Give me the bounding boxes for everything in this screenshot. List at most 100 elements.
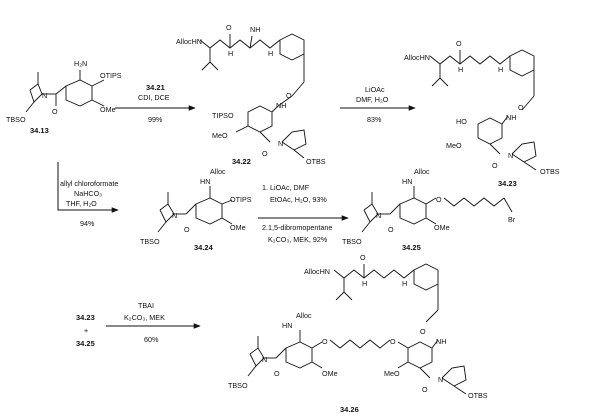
bond-line [477,117,503,145]
label-hn: HN [282,321,292,330]
bond-line [511,141,537,163]
label-h-1: H [228,49,233,58]
conditions-step-3a: allyl chloroformate [60,179,118,188]
structure-34-23 [429,55,511,65]
bond-line [509,49,535,77]
bond-line [425,197,437,205]
label-o-link: O [436,195,442,204]
bond-line [285,341,313,369]
label-n: N [278,139,283,148]
label-h-1: H [362,279,367,288]
yield-step-1: 99% [148,115,163,124]
conditions-step-4a: 1. LiOAc, DMF [262,183,310,192]
label-h-2: H [498,65,503,74]
conditions-step-2a: LiOAc [365,85,385,94]
label-meo: MeO [384,369,400,378]
label-n-2: N [438,375,443,384]
compound-id-34-23: 34.23 [498,179,517,188]
bond-line [441,365,467,387]
conditions-step-4c: 2.1,5-dibromopentane [262,223,332,232]
bond-line [249,35,253,49]
label-o: O [262,149,268,158]
label-meo: MeO [446,141,462,150]
compound-34-22: AllocHN NH TIPSO MeO OTBS O N H H O O NH… [176,23,326,166]
label-o: O [492,161,498,170]
label-meo: MeO [212,131,228,140]
bond-line [343,291,353,301]
bond-line [501,115,509,125]
structure-34-22 [199,39,281,49]
reactant-34-25: 34.25 [76,339,95,348]
reactant-34-23: 34.23 [76,313,95,322]
bond-line [275,347,287,359]
label-tbso: TBSO [228,381,248,390]
compound-id-34-24: 34.24 [194,243,214,252]
bond-line [271,105,279,113]
bond-line [419,367,431,379]
bond-line [397,361,409,369]
label-ome: OMe [322,369,338,378]
yield-step-3: 94% [80,219,95,228]
bond-line [157,221,167,233]
bond-line [25,101,35,113]
yield-step-2: 83% [367,115,382,124]
label-n: N [376,211,381,220]
structure-34-26 [333,269,415,279]
reagent-34-21: 34.21 [146,83,165,92]
compound-34-24: Alloc HN OTIPS OMe TBSO O N 34.24 [140,167,252,252]
compound-34-25: Alloc HN O Br OMe TBSO O N 34.25 [342,167,516,252]
bond-line [389,203,401,215]
label-o-1: O [226,23,232,32]
bond-line [425,309,439,323]
label-h2n: H₂N [74,59,87,68]
label-ome: OMe [100,105,116,114]
bond-line [221,199,233,205]
conditions-step-2b: DMF, H₂O [356,95,389,104]
label-o-3: O [360,253,366,262]
bond-line [523,161,537,171]
bond-line [201,61,211,71]
label-otips: OTIPS [230,195,252,204]
bond-line [91,99,105,107]
bond-line [247,105,273,133]
label-o-2: O [422,385,428,394]
bond-line [221,217,233,225]
label-h-2: H [268,49,273,58]
label-o-1: O [274,369,280,378]
plus-sign: + [84,326,88,335]
bond-line [65,79,93,107]
label-nh: NH [506,113,516,122]
label-tbso: TBSO [6,115,26,124]
label-nh: NH [436,337,446,346]
label-otbs: OTBS [306,157,326,166]
conditions-step-3c: THF, H₂O [66,199,97,208]
label-ome: OMe [434,223,450,232]
bond-line [259,131,271,143]
label-ome: OMe [230,223,246,232]
label-alloc: Alloc [296,311,312,320]
label-alloc: Alloc [414,167,430,176]
bond-line [291,81,305,97]
label-o-link-2: O [390,337,396,346]
label-tipso: TIPSO [212,111,234,120]
bond-line [413,263,439,291]
bond-line [439,77,449,87]
label-o-4: O [420,327,426,336]
label-o-2: O [286,91,292,100]
label-o: O [388,225,394,234]
compound-34-26: AllocHN Alloc HN O O NH OMe MeO TBSO OTB… [228,253,488,414]
compound-id-34-25: 34.25 [402,243,421,252]
label-br: Br [508,215,516,224]
bond-line [235,125,249,133]
bond-line [279,33,305,61]
bond-line [91,79,105,87]
compound-id-34-22: 34.22 [232,157,251,166]
compound-34-13: H₂N OTIPS OMe TBSO O N 34.13 [6,59,122,135]
label-nh: NH [276,101,286,110]
compound-id-34-26: 34.26 [340,405,359,414]
bond-line [277,95,293,107]
label-ho: HO [456,117,467,126]
conditions-step-4d: K₂CO₃, MEK, 92% [268,235,328,244]
label-o: O [184,225,190,234]
